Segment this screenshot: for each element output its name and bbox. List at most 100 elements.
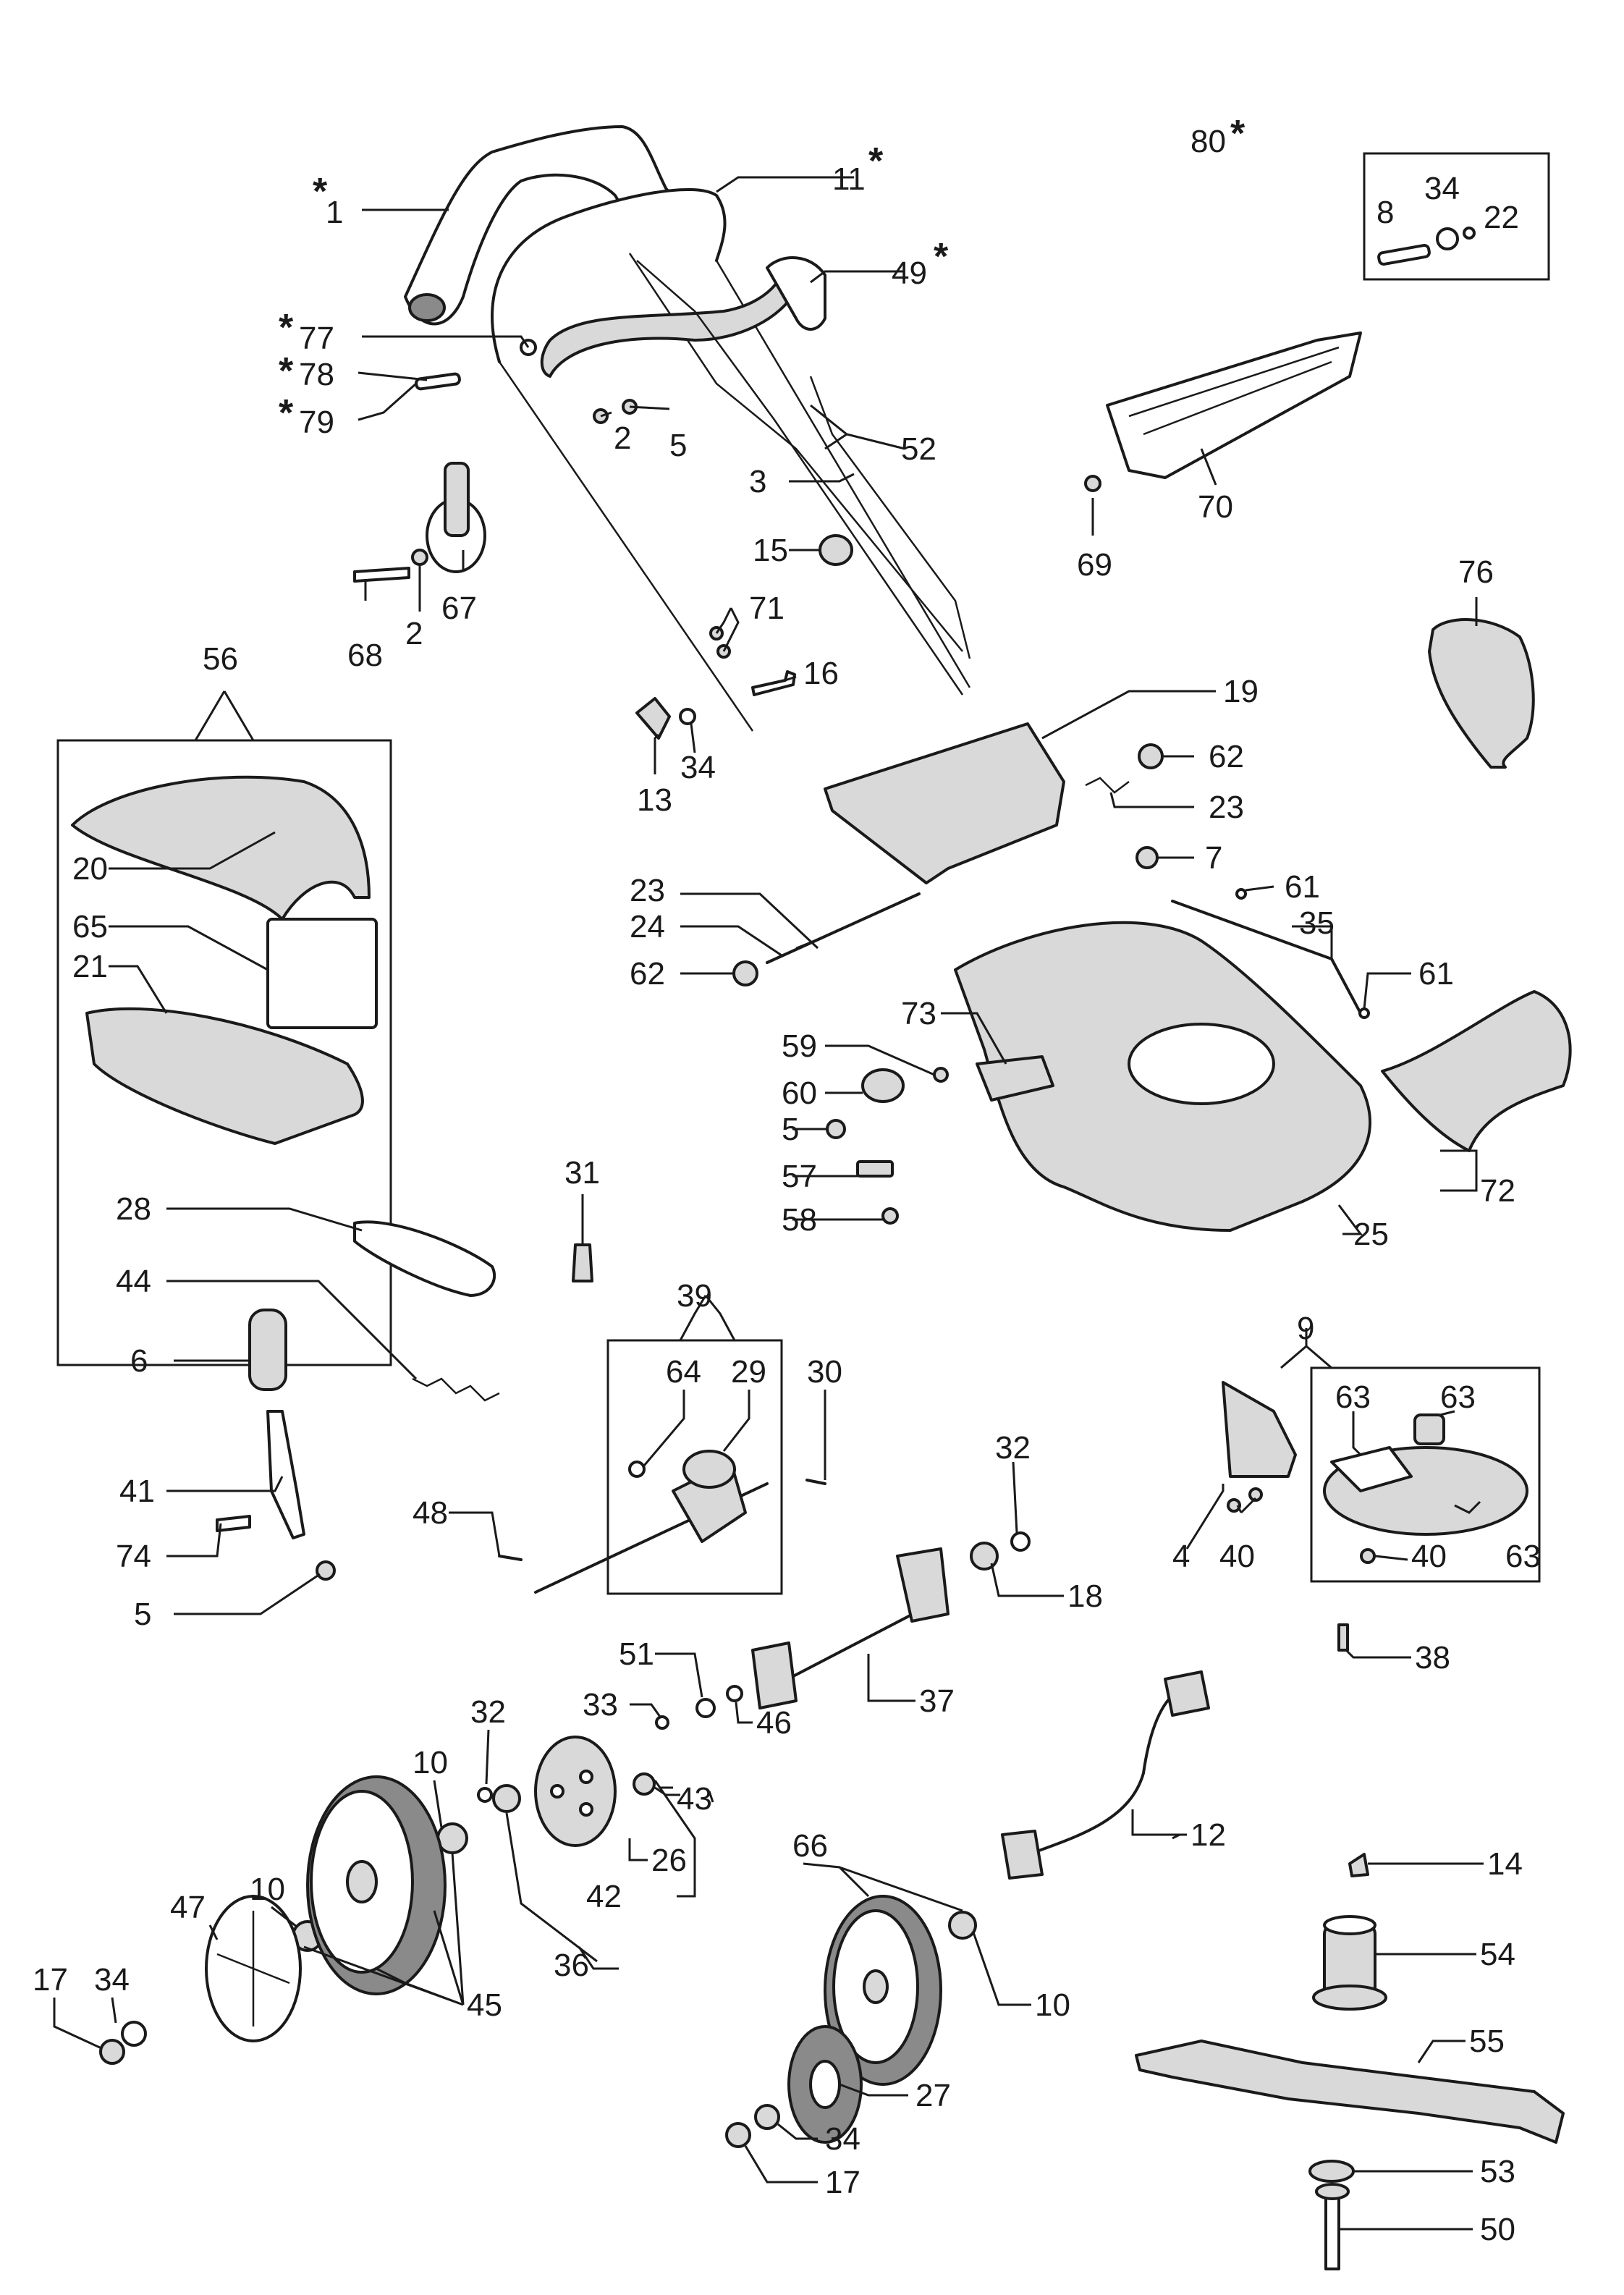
label-4: 4 (1172, 1539, 1190, 1574)
label-34b: 34 (680, 750, 716, 785)
screw-40c-part (1360, 1548, 1376, 1564)
nut-17b-part (725, 2122, 751, 2148)
screw-59-part (933, 1067, 949, 1083)
label-79-marker: * (279, 392, 294, 434)
label-80: 80 (1190, 124, 1226, 159)
label-49-marker: * (934, 236, 949, 278)
label-49: 49 (892, 255, 927, 291)
label-40b: 40 (1411, 1539, 1447, 1574)
label-24: 24 (630, 909, 665, 944)
label-61b: 61 (1418, 956, 1454, 992)
label-14: 14 (1487, 1846, 1523, 1882)
gear-18-part (970, 1542, 999, 1571)
label-17b: 17 (825, 2165, 860, 2200)
pin-8-part (1377, 243, 1431, 266)
washer-53-part (1308, 2160, 1355, 2183)
label-21: 21 (72, 949, 108, 984)
clip-61a-part (1235, 888, 1247, 900)
kit-80-box (1363, 152, 1550, 281)
label-67: 67 (441, 591, 477, 626)
washer-34a-part (1436, 227, 1459, 250)
label-64: 64 (666, 1354, 701, 1390)
label-11: 11 (832, 161, 866, 197)
gearbox-39-box (606, 1339, 783, 1595)
handle-tube-part (491, 187, 971, 732)
label-2b: 2 (405, 616, 423, 651)
label-34a: 34 (1424, 171, 1460, 206)
bolt-50-part (1315, 2183, 1350, 2270)
bushing-32a-part (1010, 1531, 1031, 1552)
plate-57-part (856, 1160, 894, 1178)
label-10c: 10 (1035, 1987, 1070, 2023)
pin-48-part (498, 1555, 523, 1561)
label-53: 53 (1480, 2154, 1515, 2189)
label-32a: 32 (995, 1430, 1031, 1466)
deflector-19-part (824, 722, 1065, 884)
label-60: 60 (782, 1075, 817, 1111)
label-30: 30 (807, 1354, 842, 1390)
label-5b: 5 (782, 1112, 799, 1147)
label-22: 22 (1484, 200, 1519, 235)
label-39: 39 (677, 1278, 712, 1314)
label-68: 68 (347, 638, 383, 673)
bushing-26-part (633, 1772, 656, 1796)
label-66: 66 (792, 1828, 828, 1864)
bearing-10c-part (948, 1911, 977, 1940)
belt-28-part (353, 1220, 496, 1297)
callout-labels: 80 * * 1 11 * 8 34 22 49 * * 77 * 78 * 7… (33, 113, 1541, 2247)
label-31: 31 (564, 1155, 600, 1191)
label-79: 79 (299, 405, 334, 440)
label-10a: 10 (413, 1745, 448, 1780)
label-19: 19 (1223, 674, 1259, 709)
front-wheel-part (824, 1895, 942, 2086)
bolt-74-part (216, 1515, 251, 1532)
deck-opening-part (1128, 1023, 1275, 1105)
washer-51-part (695, 1698, 716, 1718)
label-46: 46 (756, 1705, 792, 1741)
label-3: 3 (749, 464, 766, 499)
label-5a: 5 (669, 428, 687, 463)
cover-76-part (1428, 618, 1535, 769)
bushing-32b-part (477, 1787, 493, 1803)
label-78: 78 (299, 357, 334, 392)
rod-23-24-part (766, 892, 921, 964)
label-34c: 34 (94, 1962, 130, 1998)
label-23a: 23 (1209, 790, 1244, 825)
screw-58-part (881, 1207, 899, 1225)
label-54: 54 (1480, 1937, 1515, 1972)
gearbox-39-part (534, 1450, 769, 1594)
nut-62b-part (732, 960, 758, 986)
height-knob-67-part (426, 462, 486, 573)
label-63b: 63 (1440, 1379, 1476, 1415)
label-42: 42 (586, 1879, 622, 1914)
label-77-marker: * (279, 307, 294, 349)
blade-insert-4-part (1222, 1381, 1297, 1478)
cable-52-part (809, 376, 971, 659)
label-52: 52 (901, 431, 936, 467)
label-2a: 2 (614, 420, 631, 456)
label-59: 59 (782, 1028, 817, 1064)
label-7: 7 (1205, 840, 1222, 876)
label-6: 6 (130, 1343, 148, 1379)
leader-lines (53, 176, 1484, 2231)
label-41: 41 (119, 1474, 155, 1509)
clip-61b-part (1358, 1007, 1370, 1019)
label-55: 55 (1469, 2024, 1505, 2059)
roller-6-part (248, 1309, 287, 1391)
drive-cable-12-part (1012, 1685, 1188, 1861)
screw-69-part (1084, 475, 1101, 492)
label-1: 1 (326, 195, 343, 230)
rear-flap-70-part (1106, 331, 1362, 479)
label-62b: 62 (630, 956, 665, 992)
label-8: 8 (1376, 195, 1394, 230)
bracket-73-part (976, 1055, 1054, 1102)
label-80-marker: * (1230, 113, 1246, 155)
label-20: 20 (72, 851, 108, 887)
label-78-marker: * (279, 350, 294, 392)
label-50: 50 (1480, 2212, 1515, 2247)
label-61a: 61 (1285, 869, 1320, 905)
spring-44-part (412, 1377, 500, 1402)
washer-34d-part (754, 2104, 780, 2130)
label-16: 16 (803, 656, 839, 691)
label-37: 37 (919, 1683, 955, 1719)
